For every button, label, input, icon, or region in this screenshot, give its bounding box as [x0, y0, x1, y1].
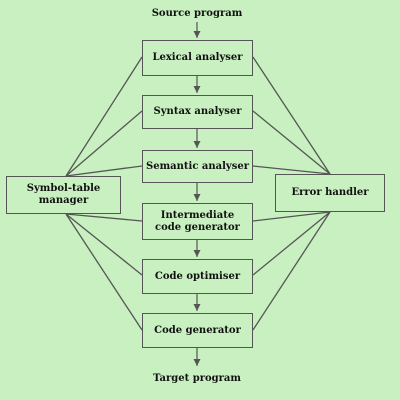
- link-symbol-optimiser: [65, 213, 143, 276]
- link-error-semantic: [252, 165, 331, 175]
- link-symbol-codegen: [65, 213, 143, 331]
- lexical-analyser-box: Lexical analyser: [142, 40, 253, 76]
- target-program-label: Target program: [153, 373, 241, 384]
- error-handler-box: Error handler: [275, 174, 385, 212]
- link-symbol-lexical: [65, 56, 143, 177]
- link-error-syntax: [252, 110, 331, 175]
- semantic-analyser-box: Semantic analyser: [142, 150, 253, 183]
- link-error-codegen: [252, 211, 331, 331]
- link-symbol-intermediate: [65, 213, 143, 222]
- intermediate-code-generator-box: Intermediate code generator: [142, 203, 253, 240]
- code-optimiser-box: Code optimiser: [142, 259, 253, 294]
- link-symbol-syntax: [65, 110, 143, 177]
- code-generator-box: Code generator: [142, 313, 253, 348]
- link-error-optimiser: [252, 211, 331, 276]
- link-error-lexical: [252, 56, 331, 175]
- syntax-analyser-box: Syntax analyser: [142, 95, 253, 129]
- link-symbol-semantic: [65, 165, 143, 177]
- link-error-intermediate: [252, 211, 331, 222]
- source-program-label: Source program: [151, 8, 243, 19]
- symbol-table-manager-box: Symbol-table manager: [6, 176, 121, 214]
